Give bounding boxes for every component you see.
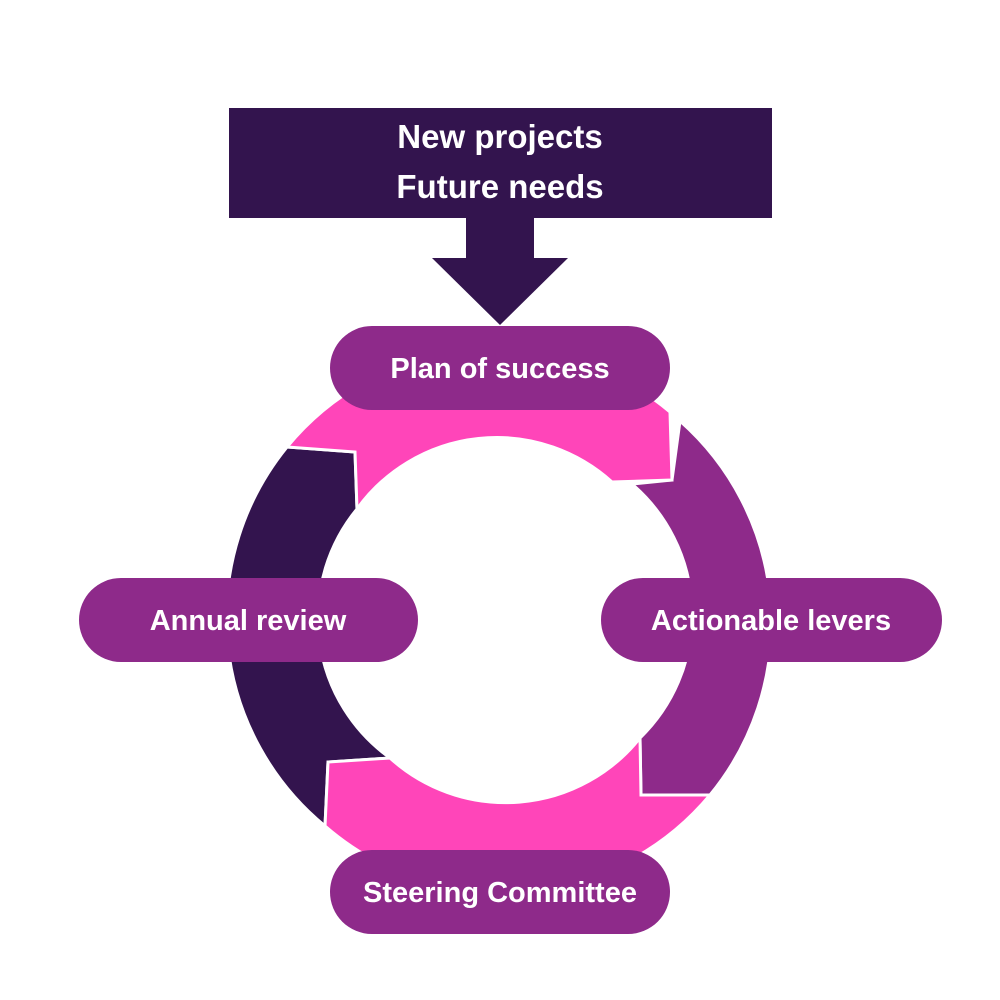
input-line-1: New projects xyxy=(397,118,602,155)
input-box xyxy=(229,108,772,218)
stage-left: Annual review xyxy=(79,578,418,662)
input-line-2: Future needs xyxy=(396,168,603,205)
stage-right-pill xyxy=(601,578,942,662)
stage-right: Actionable levers xyxy=(601,578,942,662)
stage-bottom-label: Steering Committee xyxy=(363,877,637,909)
input-arrow: New projects Future needs xyxy=(229,108,772,325)
arrow-shaft xyxy=(466,216,534,260)
stage-top-label: Plan of success xyxy=(390,353,609,385)
stage-bottom: Steering Committee xyxy=(330,850,670,934)
arrow-head xyxy=(432,258,568,325)
stage-left-pill xyxy=(79,578,418,662)
stage-left-label: Annual review xyxy=(150,605,347,637)
stage-right-label: Actionable levers xyxy=(651,605,891,637)
stage-top: Plan of success xyxy=(330,326,670,410)
stage-bottom-pill xyxy=(330,850,670,934)
stage-top-pill xyxy=(330,326,670,410)
